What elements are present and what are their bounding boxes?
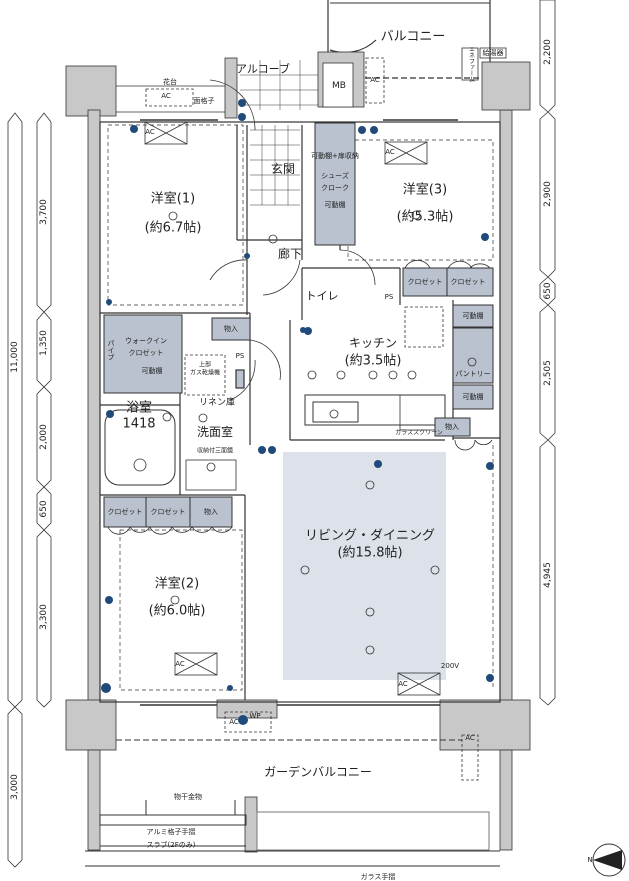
shoe-shelf-label: 可動棚+扉収納 — [311, 151, 359, 160]
slab-label: スラブ(2Fのみ) — [146, 840, 196, 849]
dimension-left-bottom: 3,000 — [9, 774, 20, 800]
closet-label: クロゼット — [107, 507, 143, 516]
living-name: リビング・ダイニング — [304, 528, 436, 544]
shelf-label: 可動棚 — [141, 366, 163, 375]
shelf-label: 可動棚 — [324, 200, 346, 209]
entrance-label: 玄関 — [270, 162, 296, 177]
garden-balcony-label: ガーデンバルコニー — [264, 765, 372, 780]
dimension-lines — [7, 0, 556, 868]
walkin-line2: クロゼット — [128, 348, 164, 357]
north-arrow-icon — [592, 843, 626, 877]
closet-label: クロゼット — [450, 277, 486, 286]
hallway-label: 廊下 — [277, 247, 303, 262]
drying-hardware-label: 物干金物 — [174, 792, 202, 801]
dimension-left: 3,300 — [38, 604, 49, 630]
water-heater-label: 給湯器 — [482, 48, 504, 57]
shoe-closet-line1: シューズ — [321, 171, 349, 180]
alcove-label: アルコーブ — [235, 62, 291, 76]
garden-balcony — [85, 739, 500, 867]
gas-dryer-line1: 上部 — [198, 361, 212, 369]
ac-label: AC — [370, 75, 380, 84]
entrance-tiles — [240, 60, 318, 206]
200v-label: 200V — [440, 661, 460, 670]
wp-label: WP — [249, 711, 261, 720]
ac-label: AC — [175, 659, 185, 668]
balcony-label: バルコニー — [380, 29, 446, 45]
mirror-label: 収納付三面鏡 — [196, 447, 234, 455]
dimension-left: 1,350 — [38, 330, 49, 356]
ecofarm-label: エネファーム — [467, 46, 475, 82]
gas-dryer-line2: ガス乾燥機 — [189, 369, 221, 377]
closet-label: クロゼット — [407, 277, 443, 286]
dimension-right: 650 — [542, 282, 553, 300]
toilet-label: トイレ — [305, 289, 339, 303]
ac-label: AC — [398, 679, 408, 688]
ps-label: PS — [235, 351, 245, 360]
dimension-total: 11,000 — [9, 341, 20, 373]
linen-label: リネン庫 — [198, 397, 236, 408]
living-size: (約15.8帖) — [337, 545, 403, 561]
bedroom1-name: 洋室(1) — [150, 191, 196, 207]
glass-rail-label: ガラス手摺 — [360, 872, 396, 881]
shelf-label: 可動棚 — [462, 311, 484, 320]
north-label: N — [587, 855, 593, 864]
ac-label: AC — [465, 733, 475, 742]
pipe-label: パイプ — [107, 339, 116, 361]
dimension-right: 4,945 — [542, 562, 553, 588]
dimension-right: 2,200 — [542, 39, 553, 65]
shoe-closet-line2: クローク — [321, 183, 349, 192]
glass-screen-label: ガラススクリーン — [395, 429, 443, 437]
dimension-left: 650 — [38, 500, 49, 518]
ac-label: AC — [161, 91, 171, 100]
pantry-label: パントリー — [455, 369, 491, 378]
storeroom-label: 物入 — [204, 507, 218, 516]
bedroom2-name: 洋室(2) — [154, 576, 200, 592]
dimension-left: 2,000 — [38, 424, 49, 450]
lattice-label: 面格子 — [193, 96, 215, 105]
dimension-right: 2,900 — [542, 181, 553, 207]
ps-label: PS — [384, 292, 394, 301]
kitchen-size: (約3.5帖) — [344, 353, 402, 369]
equipment-symbols — [101, 99, 494, 725]
bedroom2-size: (約6.0帖) — [148, 603, 206, 619]
mb-label: MB — [332, 80, 346, 91]
kitchen-name: キッチン — [348, 336, 398, 351]
bedroom3-name: 洋室(3) — [402, 182, 448, 198]
washroom-label: 洗面室 — [196, 425, 234, 440]
storeroom-label: 物入 — [224, 324, 238, 333]
balcony-top — [327, 0, 507, 104]
storeroom-label: 物入 — [445, 422, 459, 431]
storage-areas — [103, 122, 494, 528]
ac-label: AC — [229, 717, 239, 726]
dimension-right: 2,505 — [542, 360, 553, 386]
alu-rail-label: アルミ格子手摺 — [146, 827, 196, 836]
closet-label: クロゼット — [150, 507, 186, 516]
bath-name: 浴室 — [125, 400, 153, 416]
walkin-line1: ウォークイン — [125, 336, 167, 345]
bath-size: 1418 — [122, 416, 156, 432]
bedroom1-size: (約6.7帖) — [144, 220, 202, 236]
living-dining-area — [283, 452, 446, 680]
flower-bed-label: 花台 — [163, 77, 177, 86]
bedroom3-size: (約5.3帖) — [396, 209, 454, 225]
door-swings — [107, 79, 493, 535]
structural-walls — [65, 51, 531, 853]
ac-label: AC — [385, 147, 395, 156]
ac-label: AC — [145, 127, 155, 136]
dimension-left: 3,700 — [38, 199, 49, 225]
ac-units — [144, 121, 479, 781]
shelf-label: 可動棚 — [462, 392, 484, 401]
